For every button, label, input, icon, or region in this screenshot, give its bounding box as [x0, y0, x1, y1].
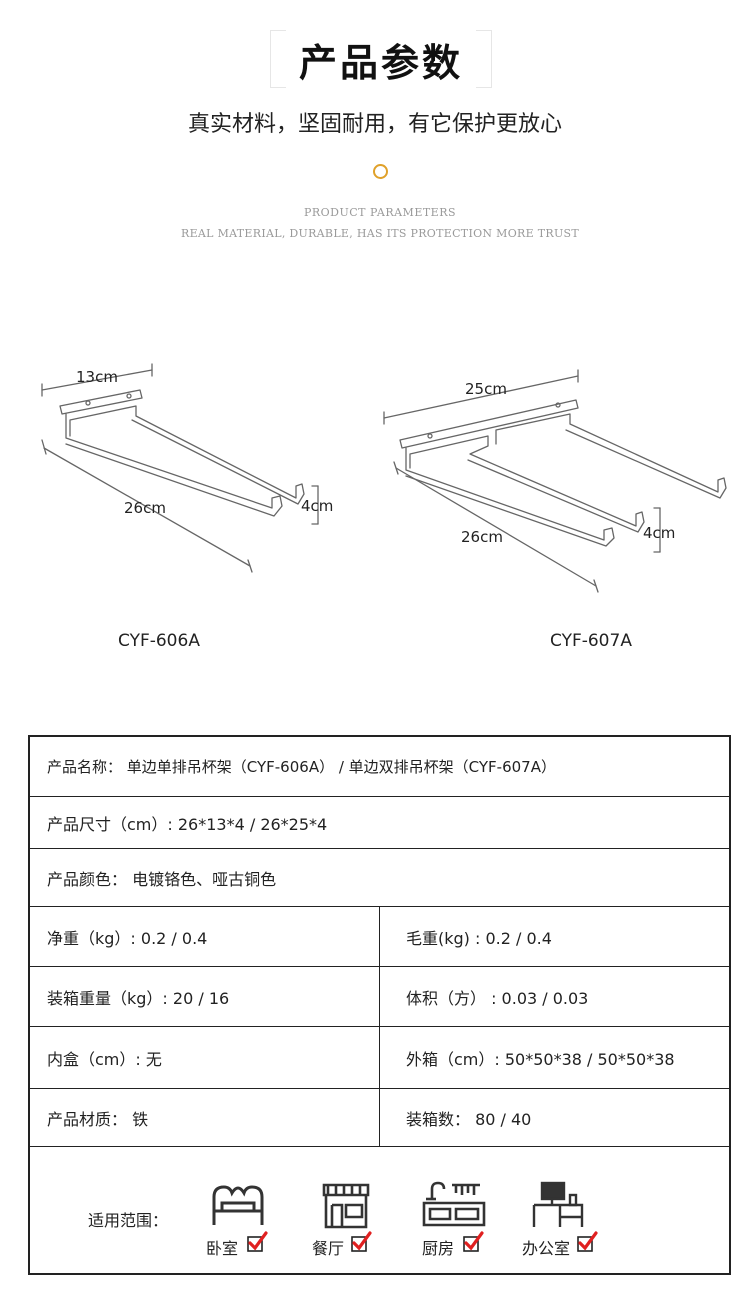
title-bracket-left: [270, 30, 286, 88]
spec-product-name: 产品名称： 单边单排吊杯架（CYF-606A） / 单边双排吊杯架（CYF-60…: [47, 758, 556, 776]
usage-section: 适用范围： 卧室 餐厅: [30, 1147, 729, 1273]
model-label-607a: CYF-607A: [550, 631, 632, 651]
dimension-length-606a: 26cm: [124, 499, 166, 517]
dimension-length-607a: 26cm: [461, 528, 503, 546]
spec-row-box: 内盒（cm）: 无 外箱（cm）: 50*50*38 / 50*50*38: [30, 1027, 729, 1089]
usage-label-bedroom: 卧室: [206, 1239, 239, 1258]
usage-item-restaurant: 餐厅: [308, 1147, 388, 1273]
spec-row-size: 产品尺寸（cm）: 26*13*4 / 26*25*4: [30, 797, 729, 849]
spec-row-weight: 净重（kg）: 0.2 / 0.4 毛重(kg) : 0.2 / 0.4: [30, 907, 729, 967]
page-title: 产品参数: [298, 40, 463, 85]
english-title: PRODUCT PARAMETERS: [303, 206, 457, 219]
spec-material: 产品材质： 铁: [47, 1109, 149, 1129]
office-icon: [532, 1181, 584, 1227]
spec-carton-qty: 装箱数： 80 / 40: [378, 1089, 729, 1146]
title-bracket-right: [476, 30, 492, 88]
kitchen-icon: [422, 1181, 486, 1227]
usage-label-office: 办公室: [522, 1239, 571, 1258]
circle-dot-icon: [373, 164, 388, 179]
check-icon: [247, 1231, 268, 1252]
spec-row-name: 产品名称： 单边单排吊杯架（CYF-606A） / 单边双排吊杯架（CYF-60…: [30, 737, 729, 797]
check-icon: [463, 1231, 484, 1252]
spec-gross-weight: 毛重(kg) : 0.2 / 0.4: [378, 907, 729, 966]
spec-row-carton: 装箱重量（kg）: 20 / 16 体积（方） : 0.03 / 0.03: [30, 967, 729, 1027]
spec-row-color: 产品颜色： 电镀铬色、哑古铜色: [30, 849, 729, 907]
model-label-606a: CYF-606A: [118, 631, 200, 651]
spec-carton-weight: 装箱重量（kg）: 20 / 16: [47, 988, 230, 1008]
spec-table: 产品名称： 单边单排吊杯架（CYF-606A） / 单边双排吊杯架（CYF-60…: [28, 735, 731, 1275]
spec-net-weight: 净重（kg）: 0.2 / 0.4: [47, 928, 208, 948]
check-icon: [351, 1231, 372, 1252]
spec-inner-box: 内盒（cm）: 无: [47, 1049, 162, 1069]
dimension-height-606a: 4cm: [301, 497, 333, 515]
english-tagline: REAL MATERIAL, DURABLE, HAS ITS PROTECTI…: [181, 227, 579, 240]
spec-product-size: 产品尺寸（cm）: 26*13*4 / 26*25*4: [47, 814, 328, 834]
usage-label: 适用范围：: [88, 1211, 169, 1230]
spec-outer-box: 外箱（cm）: 50*50*38 / 50*50*38: [378, 1027, 729, 1088]
dimension-width-607a: 25cm: [465, 380, 507, 398]
usage-item-bedroom: 卧室: [198, 1147, 278, 1273]
spec-row-material: 产品材质： 铁 装箱数： 80 / 40: [30, 1089, 729, 1147]
bed-icon: [212, 1185, 264, 1225]
usage-label-restaurant: 餐厅: [312, 1239, 345, 1258]
usage-item-office: 办公室: [520, 1147, 600, 1273]
section-title-box: 产品参数: [270, 30, 492, 88]
restaurant-icon: [322, 1183, 370, 1229]
spec-volume: 体积（方） : 0.03 / 0.03: [378, 967, 729, 1026]
usage-label-kitchen: 厨房: [422, 1239, 455, 1258]
dimension-width-606a: 13cm: [76, 368, 118, 386]
page-subtitle: 真实材料，坚固耐用，有它保护更放心: [187, 112, 562, 137]
check-icon: [577, 1231, 598, 1252]
usage-item-kitchen: 厨房: [412, 1147, 492, 1273]
product-dimension-diagram: 13cm 26cm 4cm 25cm 26cm 4cm: [41, 363, 727, 593]
dimension-height-607a: 4cm: [643, 524, 675, 542]
spec-product-color: 产品颜色： 电镀铬色、哑古铜色: [47, 869, 277, 889]
